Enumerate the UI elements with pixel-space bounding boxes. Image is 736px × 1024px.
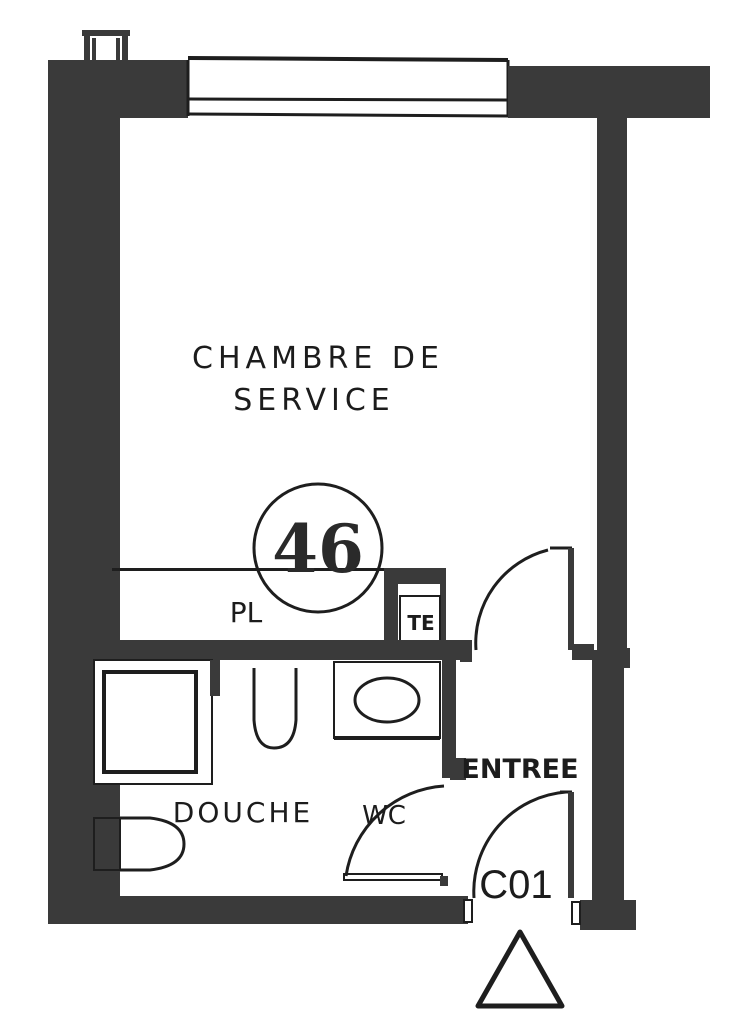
- entry-door-top: [474, 546, 594, 660]
- shower-tray: [93, 659, 220, 785]
- toilet-icon: [252, 668, 298, 750]
- room-label-placard: PL: [230, 596, 263, 629]
- wall-top-right: [508, 66, 710, 118]
- wall-mid-horizontal: [94, 640, 470, 660]
- room-label-chambre-line1: CHAMBRE DE: [192, 341, 444, 376]
- room-label-douche: DOUCHE: [173, 796, 313, 829]
- wall-bath-entree: [442, 660, 456, 778]
- room-label-chambre-line2: SERVICE: [233, 383, 394, 418]
- te-right-wall: [440, 568, 446, 644]
- wall-right-lower: [592, 650, 624, 930]
- basin-icon: [93, 816, 186, 872]
- lot-number-stamp: 46: [252, 482, 384, 614]
- room-label-technical: TE: [407, 611, 434, 635]
- entrance-arrow-icon: [475, 929, 565, 1009]
- wall-mid-entry-post: [460, 640, 472, 662]
- lot-number: 46: [272, 510, 364, 588]
- wall-bottom-right: [580, 900, 636, 930]
- bathroom-door: [343, 784, 448, 886]
- unit-entry-door: [472, 790, 574, 899]
- wall-bottom-right-jamb: [571, 901, 581, 925]
- wall-bottom-left: [48, 896, 468, 924]
- window: [186, 56, 510, 118]
- sink-icon: [333, 661, 441, 740]
- room-label-wc: WC: [362, 801, 406, 831]
- wall-bath-entree-cap: [450, 758, 466, 780]
- unit-code: C01: [479, 863, 552, 907]
- closet-right-wall: [384, 568, 444, 584]
- closet-divider: [384, 584, 398, 644]
- te-box: [399, 595, 441, 643]
- room-label-entree: ENTREE: [461, 754, 578, 785]
- wall-left-bath: [48, 640, 94, 920]
- closet-top-line: [112, 568, 384, 571]
- wall-right: [597, 118, 627, 658]
- wall-bottom-left-jamb: [463, 899, 473, 923]
- chimney-vent: [82, 30, 130, 62]
- wall-right-notch: [620, 648, 630, 668]
